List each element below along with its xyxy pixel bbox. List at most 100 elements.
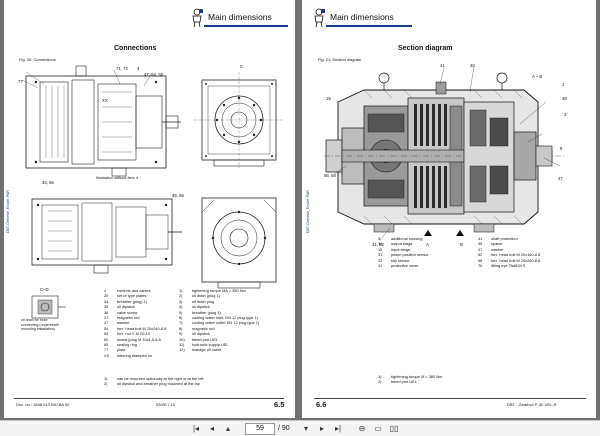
legend-item-number: 34 [104,298,109,304]
gearbox-rear-view-drawing [201,197,277,289]
side-reference: DBT-Getriebe_Eissler-PAR [306,190,310,234]
gearbox-plan-view-drawing [31,198,182,274]
legend-item-number: 1) [104,376,108,381]
legend-item: 77 plate [104,347,166,352]
legend-item-number: 4) [179,304,183,310]
section-letter: A [426,242,429,247]
legend-item-text: tightening torque MA = 380 Nm [192,288,246,293]
legend-item-number: 77 [104,347,109,353]
legend-item-text: piston position sensor [391,252,429,258]
legend-item-text: hex. head bolt M 20x160-8.8 [491,252,541,258]
legend-item-number: 52 [478,252,483,258]
legend-item-number: 35 [104,304,109,310]
scroll-up-button[interactable]: ▴ [225,424,230,433]
legend-item-number: 5) [179,309,183,315]
legend-item-text: bleed port UEL [391,379,417,385]
header-title: Main dimensions [208,12,272,22]
legend-item: 12)leakage oil outlet [179,347,259,352]
legend-item-text: tightening torque M = 380 Nm [391,374,443,379]
callout-label: 47 [558,176,563,181]
legend-item: 4) oil dipstick [179,304,259,309]
legend-item: 8)magnetic rod [179,326,259,331]
legend-item: 9) oil dipstick [179,331,259,336]
legend-item: 3)oil drain plug [179,299,259,304]
footer-issue: 03/VE / 13 [156,402,175,407]
legend-item-text: plate [117,347,126,353]
callout-label: 1 [562,82,565,87]
section-title: Section diagram [398,45,453,52]
legend-item: 7)cooling water outlet DN 12 plug-type 1… [179,320,259,325]
legend-item: 20 set of type plates [104,293,166,298]
legend-item-text: leakage oil outlet [192,347,222,353]
legend-item: 1)tightening torque MA = 380 Nm [179,288,259,293]
legend-item-number: 20 [104,293,109,299]
callout-label: 8 [560,146,563,151]
legend-item-text: set of type plates [117,293,147,299]
legend-item-text: additional housing [391,236,423,241]
legend-item-text: hex. head bolt M 20x240-8.8 [117,325,167,331]
legend-item-number: 2) [378,379,382,385]
person-icon [192,8,203,28]
oil-drain-note: oil drain for hose connecting (underneat… [21,318,59,332]
callout-label: 41 [440,63,445,68]
previous-page-button[interactable]: ◂ [209,424,214,433]
last-page-button[interactable]: ▸| [334,424,342,433]
two-page-icon[interactable]: ▯▯ [389,424,399,433]
legend-item-number: 32 [378,257,383,263]
gearbox-side-view-drawing [21,65,181,177]
page-number-input[interactable]: 59 [245,423,275,435]
callout-label: 4 [137,66,140,71]
next-page-button[interactable]: ▸ [319,424,324,433]
scroll-down-button[interactable]: ▾ [303,424,308,433]
detail-label: C–D [40,287,49,292]
callout-label: 3 [564,112,567,117]
legend-item-number: 9) [179,331,183,337]
legend-item-text: magnetic rod [192,325,215,331]
legend-item-number: 6) [179,315,183,321]
legend-item-text: input stage [391,246,411,252]
legend-item-text: hex. nut V M 20-10 [117,331,150,337]
legend-item-text: oil dipstick [192,331,210,337]
legend-item-number: 11) [179,342,185,348]
page-6-6: Main dimensions Section diagram Fig. 21:… [302,0,596,418]
legend-item-number: 3 [378,236,381,241]
legend-item-text: shaft protection [491,236,518,241]
header-rule [326,25,412,27]
legend-item-text: lifting eye TA#834 S [491,263,526,269]
zoom-out-icon[interactable]: ⊖ [358,424,366,433]
legend-item-text: slip sensor [391,257,410,263]
page-header: Main dimensions [4,8,295,30]
legend-item-text: cooling water outlet DN 12 plug-type 1) [192,320,260,326]
figure-caption: Fig. 20: Connections [19,57,56,62]
viewer-toolbar: |◂ ◂ ▴ 59 / 90 ▾ ▸ ▸| ⊖ ▭ ▯▯ [0,420,600,436]
callout-label: 15 [326,96,331,101]
side-reference: DBT-Getriebe_Eissler-PAR [6,190,10,234]
section-title: Connections [114,45,157,52]
legend-item-number: 10) [179,336,185,342]
first-page-button[interactable]: |◂ [192,424,200,433]
fit-page-icon[interactable]: ▭ [374,424,382,433]
legend-item-text: sealing ring [117,342,137,348]
legend-item-number: 37 [104,315,109,321]
callout-label: 47, 54, 56 [144,72,164,77]
footnotes: 1)can be mounted optionally at the right… [104,376,204,387]
legend-item-text: oil dipstick [192,304,210,310]
header-title: Main dimensions [330,12,394,22]
legend-item: 3 additional housing [378,236,429,241]
person-icon [314,8,325,28]
legend-item-text: breather (plug 1) [192,309,221,315]
legend-item-number: 36 [104,309,109,315]
legend-item-number: 41 [478,236,483,241]
